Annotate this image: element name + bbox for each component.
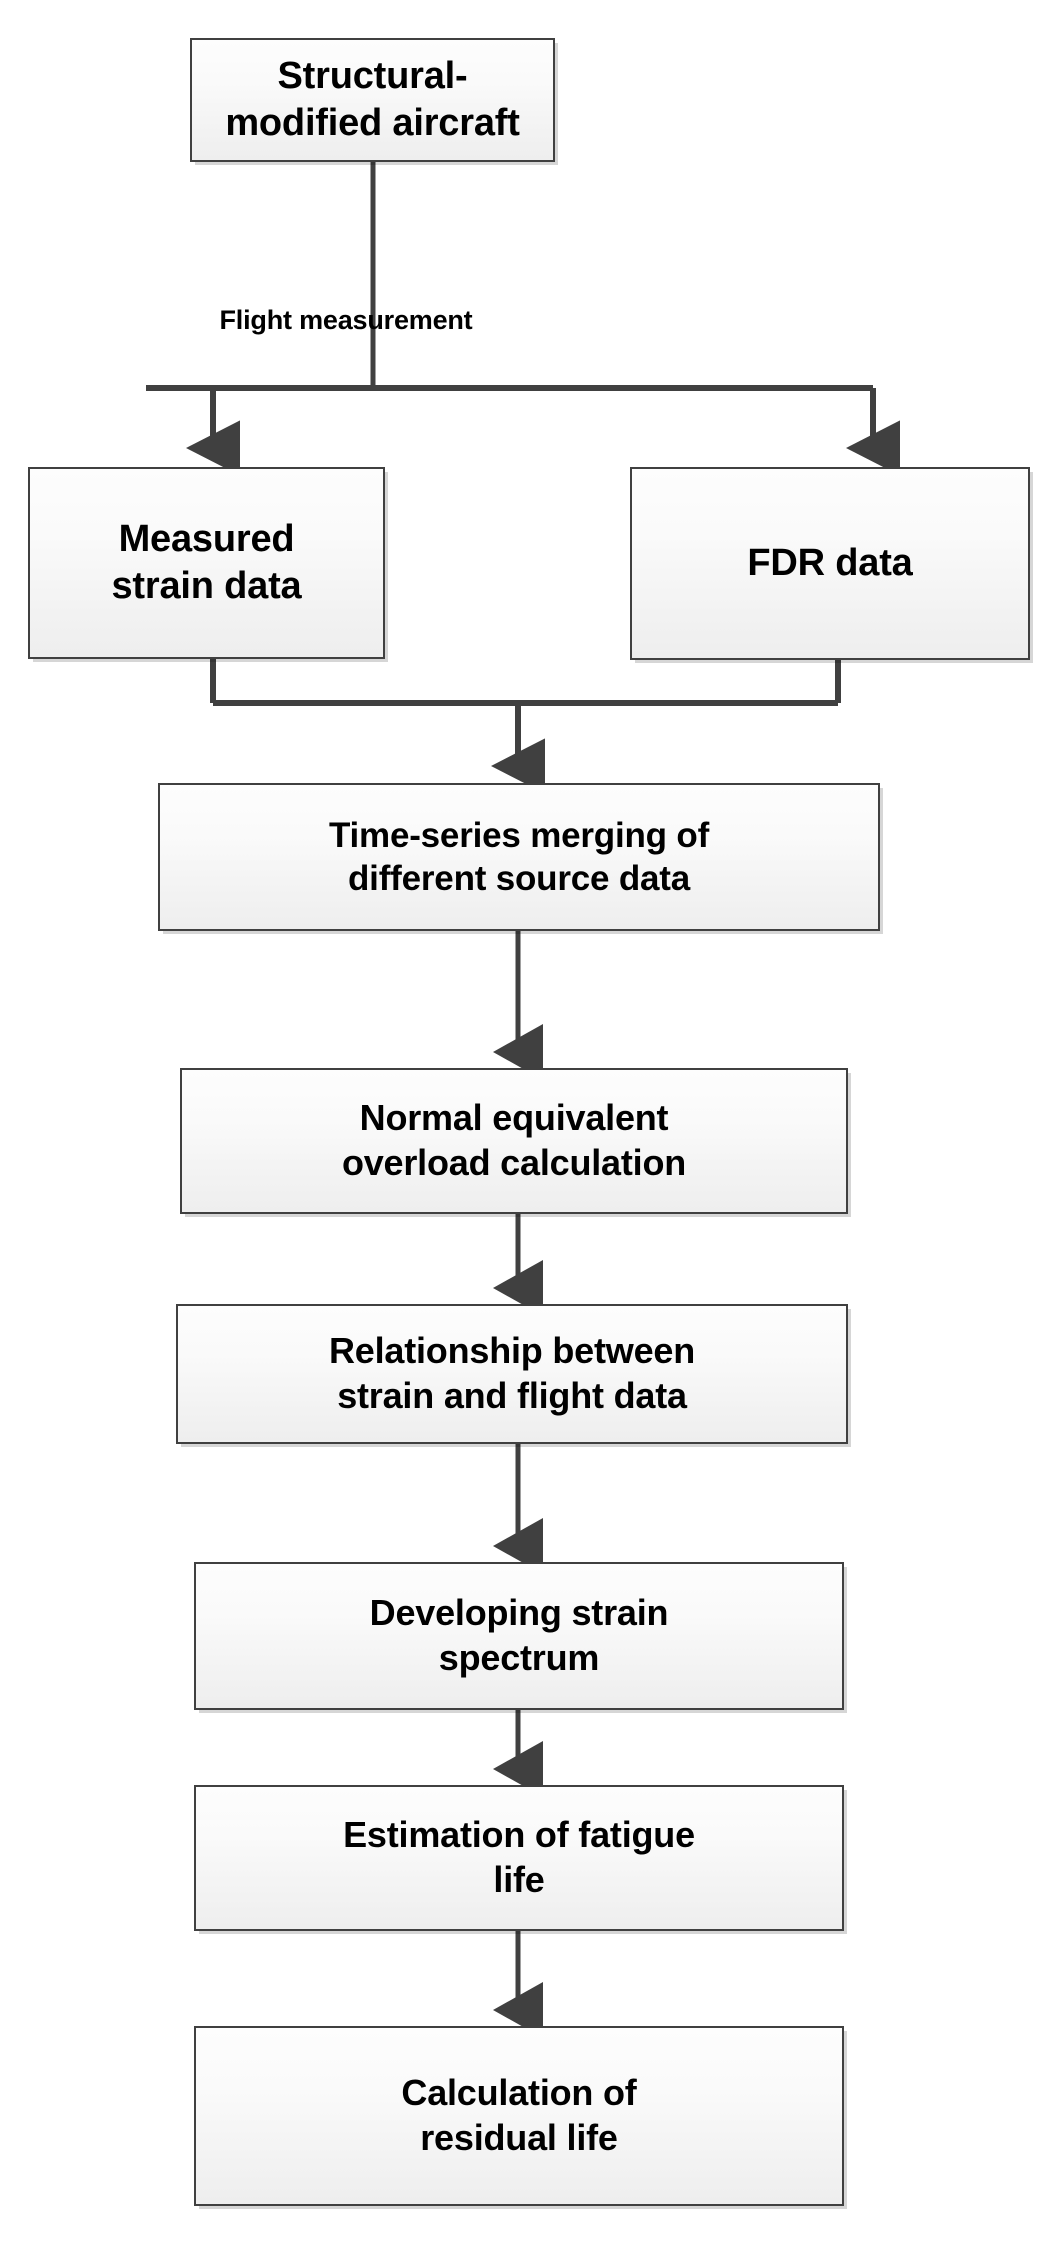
node-estimation-of-fatigue-life[interactable]: Estimation of fatigue life xyxy=(194,1785,844,1931)
node-label: Estimation of fatigue life xyxy=(343,1814,695,1900)
node-relationship-strain-flight[interactable]: Relationship between strain and flight d… xyxy=(176,1304,848,1444)
node-fdr-data[interactable]: FDR data xyxy=(630,467,1030,660)
node-label: Relationship between strain and flight d… xyxy=(328,1330,696,1416)
node-label: Calculation of residual life xyxy=(401,2072,637,2158)
node-normal-equivalent-overload[interactable]: Normal equivalent overload calculation xyxy=(180,1068,848,1214)
node-label: Measured strain data xyxy=(111,517,302,607)
node-label: Time-series merging of different source … xyxy=(328,815,710,898)
node-structural-modified-aircraft[interactable]: Structural- modified aircraft xyxy=(190,38,555,162)
node-time-series-merging[interactable]: Time-series merging of different source … xyxy=(158,783,880,931)
node-label: Structural- modified aircraft xyxy=(225,54,520,144)
edge-label-flight-measurement: Flight measurement xyxy=(219,305,473,335)
node-measured-strain-data[interactable]: Measured strain data xyxy=(28,467,385,659)
node-calculation-of-residual-life[interactable]: Calculation of residual life xyxy=(194,2026,844,2206)
connector-aircraft-to-split xyxy=(146,162,873,391)
node-label: Normal equivalent overload calculation xyxy=(341,1097,687,1183)
node-label: Developing strain spectrum xyxy=(369,1592,669,1678)
node-label: FDR data xyxy=(747,541,913,584)
node-developing-strain-spectrum[interactable]: Developing strain spectrum xyxy=(194,1562,844,1710)
